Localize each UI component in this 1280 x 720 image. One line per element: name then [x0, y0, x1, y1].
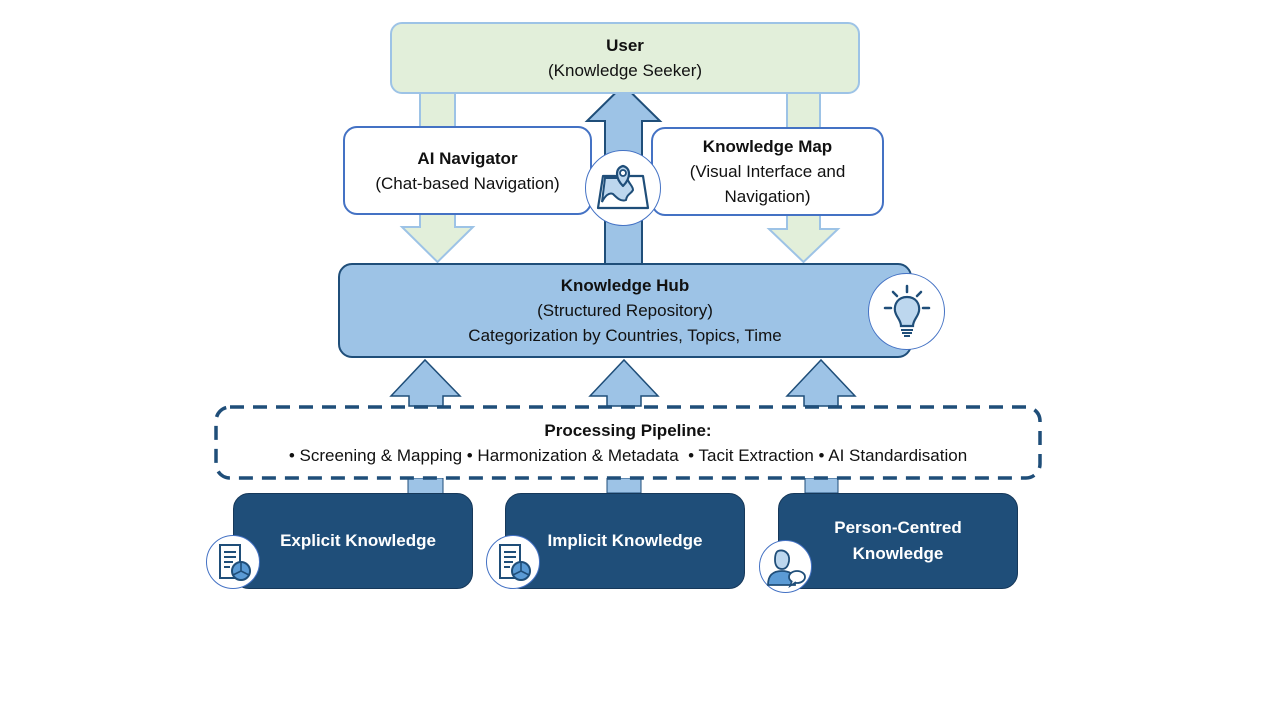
pipeline-dashed-border [214, 405, 1042, 480]
source-person-label-line2: Knowledge [852, 544, 944, 563]
knowledge-map-subtitle-line1: (Visual Interface and [689, 162, 846, 181]
source-implicit-label: Implicit Knowledge [547, 531, 703, 550]
lightbulb-icon [868, 273, 945, 350]
up-arrow-pipeline-left [389, 358, 462, 407]
ai-navigator-title: AI Navigator [417, 148, 518, 168]
pipeline-steps: • Screening & Mapping • Harmonization & … [288, 446, 968, 465]
document-chart-icon [486, 535, 540, 589]
pipeline-title: Processing Pipeline: [544, 421, 712, 440]
down-arrow-right-upper [786, 91, 821, 130]
up-arrow-pipeline-center [588, 358, 660, 407]
person-chat-icon [759, 540, 812, 593]
source-explicit-knowledge: Explicit Knowledge [233, 493, 473, 589]
document-chart-icon [206, 535, 260, 589]
source-explicit-label: Explicit Knowledge [280, 531, 436, 550]
down-arrow-right-lower [766, 213, 841, 264]
knowledge-hub-title: Knowledge Hub [560, 276, 690, 295]
up-arrow-pipeline-right [785, 358, 857, 407]
down-arrow-left-lower [399, 212, 476, 264]
map-pin-icon [585, 150, 661, 226]
knowledge-hub-node: Knowledge Hub (Structured Repository) Ca… [338, 263, 912, 358]
connector-person [804, 477, 839, 494]
ai-navigator-node: AI Navigator (Chat-based Navigation) [343, 126, 592, 215]
processing-pipeline: Processing Pipeline: • Screening & Mappi… [214, 405, 1042, 480]
user-title: User [606, 36, 644, 55]
ai-navigator-subtitle: (Chat-based Navigation) [375, 173, 560, 193]
knowledge-hub-subtitle: (Structured Repository) [537, 301, 713, 320]
down-arrow-left-upper [419, 91, 456, 129]
source-implicit-knowledge: Implicit Knowledge [505, 493, 745, 589]
user-node: User (Knowledge Seeker) [390, 22, 860, 94]
knowledge-map-title: Knowledge Map [702, 137, 833, 156]
connector-explicit [407, 477, 444, 495]
connector-implicit [606, 477, 642, 494]
user-subtitle: (Knowledge Seeker) [547, 61, 703, 80]
source-person-centred-knowledge: Person-Centred Knowledge [778, 493, 1018, 589]
knowledge-map-node: Knowledge Map (Visual Interface and Navi… [651, 127, 884, 216]
knowledge-map-subtitle-line2: Navigation) [724, 187, 811, 206]
knowledge-hub-description: Categorization by Countries, Topics, Tim… [468, 326, 782, 345]
source-person-label-line1: Person-Centred [834, 518, 962, 537]
